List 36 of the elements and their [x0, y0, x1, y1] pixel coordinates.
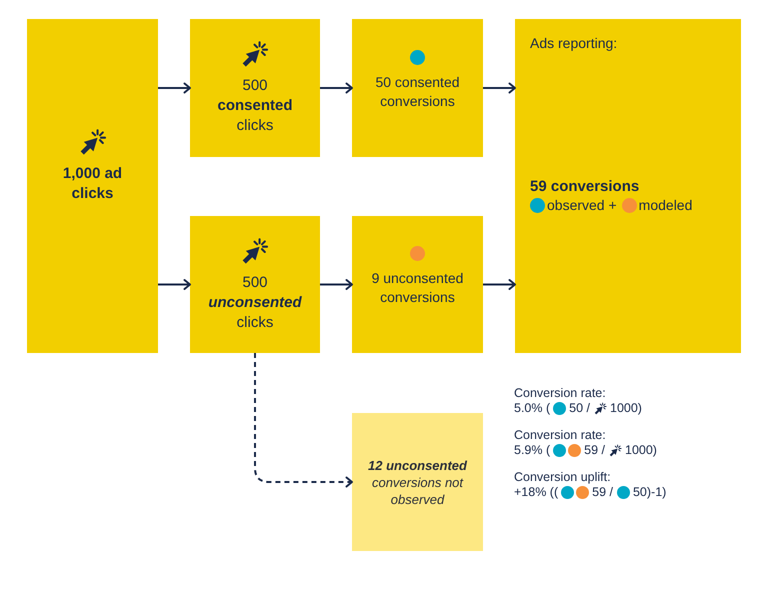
- formula-text: 5.0% (: [514, 401, 550, 416]
- process-box: [352, 19, 483, 157]
- note-box: [352, 413, 483, 551]
- arrow: [483, 279, 516, 290]
- process-box: [190, 216, 320, 353]
- process-box: [352, 216, 483, 353]
- formula-heading: Conversion uplift:: [514, 470, 611, 485]
- breakdown-text: modeled: [638, 196, 692, 214]
- box-label: 1,000 ad clicks: [62, 164, 124, 204]
- total-count: 59 conversions: [530, 177, 640, 196]
- formula-text: 1000): [610, 401, 642, 416]
- process-box: [515, 19, 741, 353]
- breakdown-text: observed +: [547, 196, 617, 214]
- box-label: 50 consented conversions: [374, 72, 461, 110]
- arrow: [483, 82, 516, 94]
- formula-text: 50 /: [569, 401, 590, 416]
- box-label: 500 consented clicks: [216, 76, 294, 136]
- box-label: 500 unconsented clicks: [207, 272, 303, 332]
- formula-heading: Conversion rate:: [514, 428, 606, 443]
- formula-text: 1000): [625, 443, 657, 458]
- note-text: 12 unconsented conversions not observed: [367, 456, 468, 508]
- formula-heading: Conversion rate:: [514, 386, 606, 401]
- arrow: [320, 279, 353, 290]
- formula-text: 59 /: [592, 485, 613, 500]
- arrow: [158, 82, 191, 94]
- process-box: [190, 19, 320, 157]
- panel-heading: Ads reporting:: [530, 34, 618, 52]
- process-box: [27, 19, 158, 353]
- box-label: 9 unconsented conversions: [370, 269, 464, 307]
- formula-text: 59 /: [584, 443, 605, 458]
- formula-text: +18% ((: [514, 485, 558, 500]
- dashed-arrow: [254, 353, 353, 488]
- arrow: [158, 279, 191, 290]
- arrow: [320, 82, 353, 94]
- formula-text: 5.9% (: [514, 443, 550, 458]
- formula-text: 50)-1): [632, 485, 666, 500]
